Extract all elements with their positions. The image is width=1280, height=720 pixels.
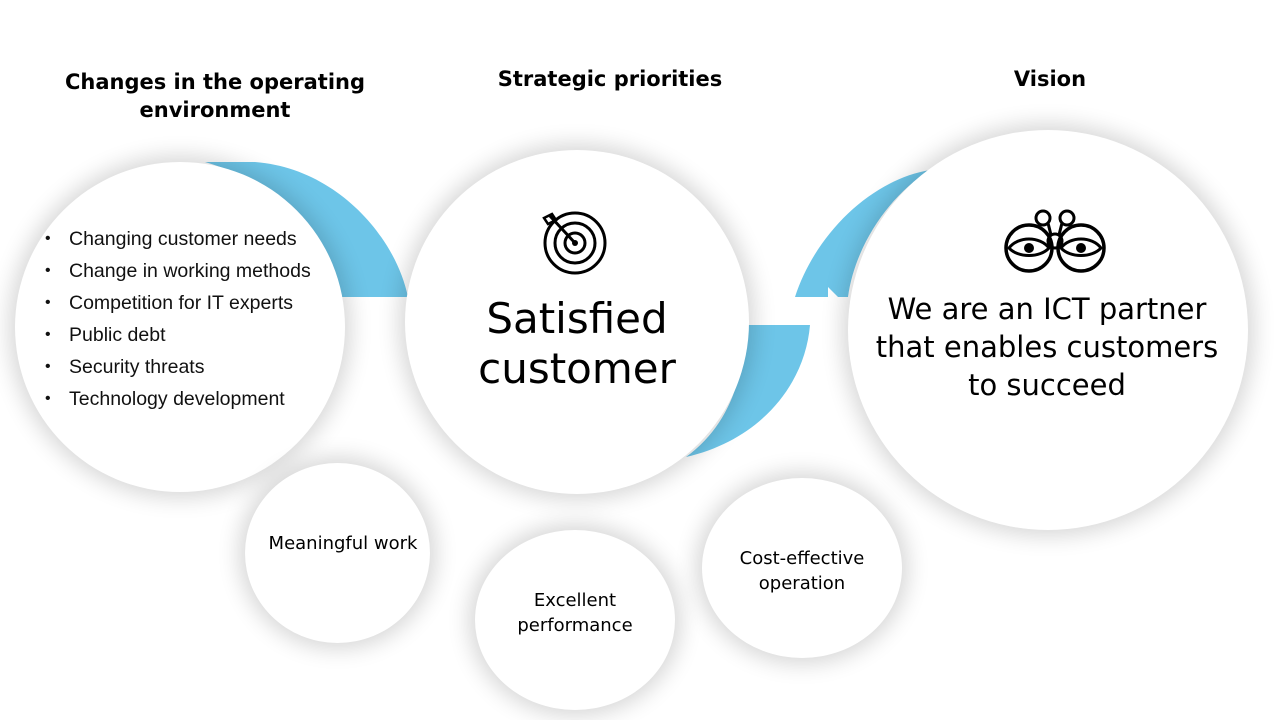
vision-text: We are an ICT partner that enables custo… [875,292,1219,402]
list-item: Public debt [45,322,339,348]
blue-arc-right-lower [686,325,810,457]
circle-vision [848,130,1248,530]
priority-cost-effective-operation: Cost-effective operation [739,548,865,594]
connector-right [705,470,742,506]
target-icon [542,211,607,275]
circle-excellent-performance [475,530,675,710]
binoculars-icon [1004,209,1106,273]
list-item: Competition for IT experts [45,290,339,316]
heading-strategic-priorities: Strategic priorities [497,67,723,91]
blue-arc-right-upper [795,170,930,297]
list-item: Change in working methods [45,258,339,284]
circle-meaningful-work [245,463,430,643]
list-item: Changing customer needs [45,226,339,252]
list-item: Security threats [45,354,339,380]
list-item: Technology development [45,386,339,412]
circle-center [405,150,749,494]
circle-cost-effective [702,478,902,658]
priority-excellent-performance: Excellent performance [517,590,633,636]
connector-left [340,300,410,318]
arrow-shape [740,287,852,335]
changes-list: Changing customer needs Change in workin… [45,226,339,418]
heading-changes: Changes in the operating environment [64,70,366,122]
connector-bottom [570,505,590,535]
center-text: Satisfied customer [478,294,676,393]
heading-vision: Vision [1013,67,1087,91]
priority-meaningful-work: Meaningful work [268,533,418,554]
